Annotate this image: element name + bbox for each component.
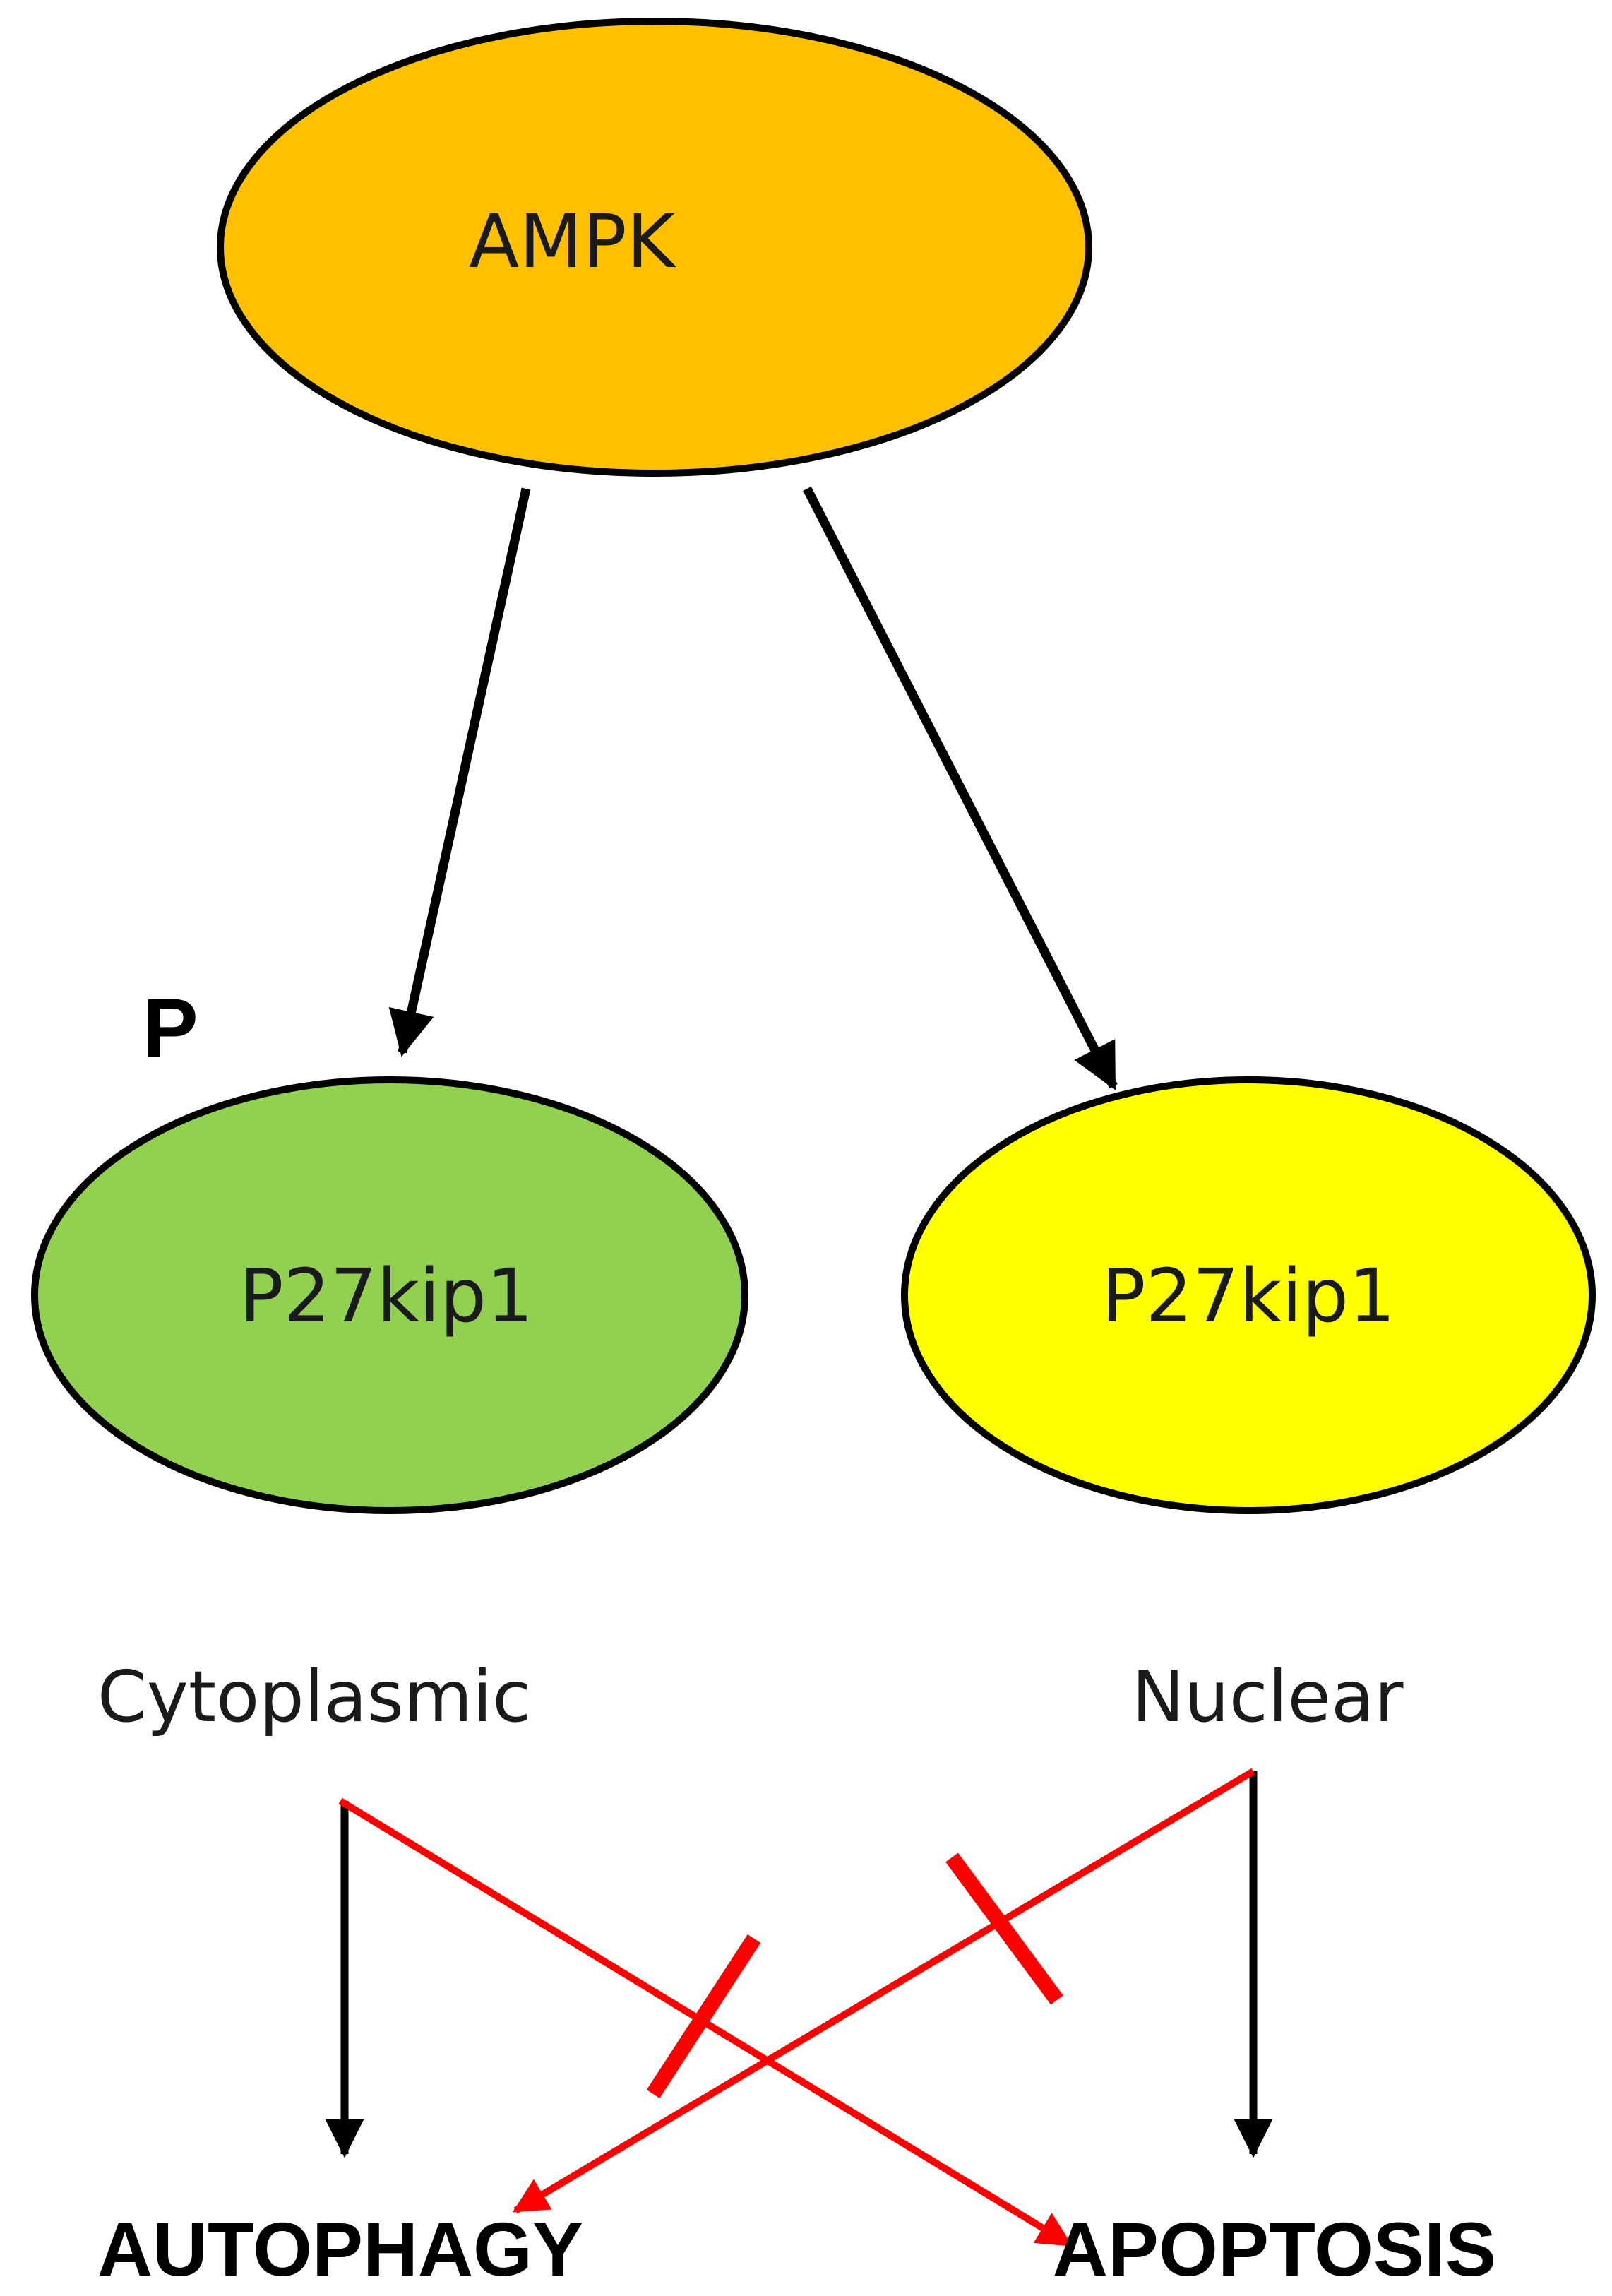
ampk-to-cytoplasmic-p27-arrow — [388, 487, 531, 1057]
p27-cytoplasmic-ellipse — [31, 1076, 748, 1514]
p27-nuclear-ellipse — [901, 1076, 1596, 1514]
p27-cytoplasmic-node: P27kip1 — [31, 1076, 748, 1514]
nuclear-to-autophagy-inhibited-arrow — [512, 1768, 1255, 2214]
ampk-label: AMPK — [469, 198, 677, 285]
p27-nuclear-label: P27kip1 — [1101, 1253, 1395, 1339]
ampk-ellipse — [217, 18, 1092, 477]
phospho-label: P — [143, 982, 198, 1075]
autophagy-label: AUTOPHAGY — [97, 2206, 583, 2292]
cytoplasmic-label: Cytoplasmic — [97, 1655, 531, 1738]
p27-cytoplasmic-label: P27kip1 — [239, 1253, 533, 1339]
nuclear-label: Nuclear — [1132, 1655, 1404, 1738]
p27-nuclear-node: P27kip1 — [901, 1076, 1596, 1514]
ampk-node: AMPK — [217, 18, 1092, 477]
apoptosis-label: APOPTOSIS — [1053, 2206, 1496, 2292]
inhibition-bar-right — [945, 1852, 1063, 2005]
ampk-to-nuclear-p27-arrow — [803, 487, 1118, 1090]
inhibition-bar-left — [646, 1934, 761, 2098]
